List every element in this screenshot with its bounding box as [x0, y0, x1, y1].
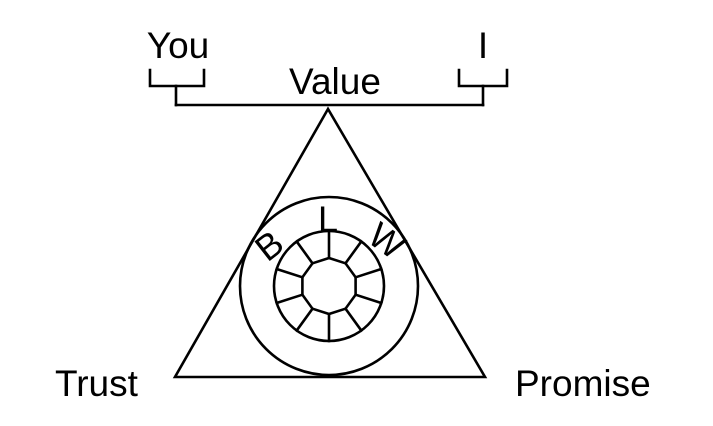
- logo-ring-spoke: [294, 239, 315, 266]
- you-bracket: [148, 68, 206, 88]
- label-trust: Trust: [55, 363, 139, 404]
- logo-ring-segments: [275, 229, 383, 343]
- label-promise: Promise: [515, 363, 651, 404]
- logo-ring-spoke: [275, 293, 305, 305]
- i-bracket: [457, 68, 509, 88]
- label-value: Value: [289, 61, 381, 102]
- logo-letter-w: W: [361, 214, 413, 267]
- label-i: I: [478, 25, 488, 66]
- logo-ring-spoke: [275, 267, 305, 279]
- label-you: You: [147, 25, 209, 66]
- logo-inner-polygon: [301, 256, 357, 316]
- logo-ring-spoke: [294, 306, 315, 333]
- logo-ring-spoke: [353, 267, 383, 279]
- value-bracket: [148, 68, 509, 107]
- logo-outer-circle: [238, 195, 420, 377]
- logo-letter-l: L: [318, 199, 338, 240]
- logo-ring-spoke: [343, 239, 364, 266]
- logo-ring-spoke: [353, 293, 383, 305]
- blw-logo-icon: B L W: [238, 195, 420, 377]
- logo-letter-b: B: [247, 222, 291, 269]
- logo-ring-spoke: [343, 306, 364, 333]
